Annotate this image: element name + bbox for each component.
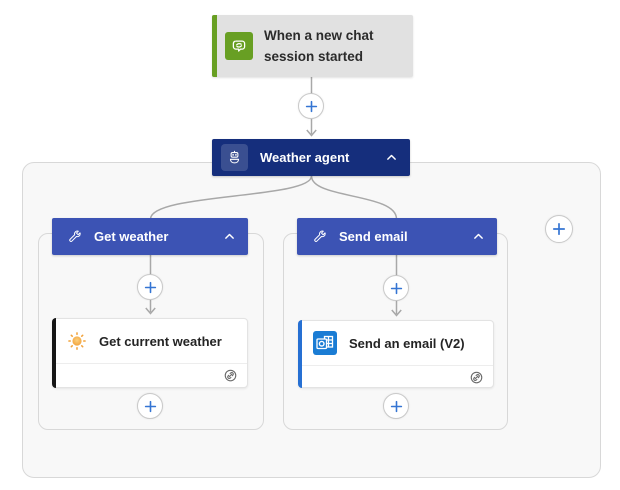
add-branch-button[interactable] bbox=[545, 215, 573, 243]
agent-label: Weather agent bbox=[260, 150, 350, 165]
agent-card[interactable]: Weather agent bbox=[212, 139, 410, 176]
connection-icon[interactable] bbox=[469, 370, 484, 385]
plus-icon bbox=[305, 100, 317, 112]
add-action-button-branch2-end[interactable] bbox=[383, 393, 409, 419]
wrench-icon bbox=[67, 229, 83, 245]
insert-step-button-top[interactable] bbox=[298, 93, 324, 119]
outlook-icon bbox=[312, 330, 338, 356]
plus-icon bbox=[144, 400, 156, 412]
branch-header-send-email[interactable]: Send email bbox=[297, 218, 497, 255]
trigger-accent-bar bbox=[212, 15, 217, 77]
robot-icon bbox=[221, 144, 248, 171]
trigger-card[interactable]: When a new chat session started bbox=[212, 15, 413, 77]
card-accent-bar bbox=[298, 320, 302, 388]
chat-icon bbox=[225, 32, 253, 60]
action-label: Send an email (V2) bbox=[349, 335, 465, 351]
chevron-up-icon[interactable] bbox=[472, 230, 485, 243]
chevron-up-icon[interactable] bbox=[385, 151, 398, 164]
plus-icon bbox=[390, 400, 402, 412]
plus-icon bbox=[144, 281, 156, 293]
connection-icon[interactable] bbox=[223, 368, 238, 383]
branch-header-get-weather[interactable]: Get weather bbox=[52, 218, 248, 255]
add-action-button-branch1-end[interactable] bbox=[137, 393, 163, 419]
branch-label: Get weather bbox=[94, 229, 169, 244]
plus-icon bbox=[390, 282, 402, 294]
action-card-get-current-weather[interactable]: Get current weather bbox=[52, 318, 248, 388]
action-label: Get current weather bbox=[99, 333, 222, 349]
action-card-send-an-email[interactable]: Send an email (V2) bbox=[298, 320, 494, 388]
insert-action-button-branch1[interactable] bbox=[137, 274, 163, 300]
trigger-label: When a new chat session started bbox=[264, 28, 374, 64]
sun-icon bbox=[66, 330, 88, 352]
branch-label: Send email bbox=[339, 229, 408, 244]
wrench-icon bbox=[312, 229, 328, 245]
chevron-up-icon[interactable] bbox=[223, 230, 236, 243]
plus-icon bbox=[552, 222, 566, 236]
card-accent-bar bbox=[52, 318, 56, 388]
insert-action-button-branch2[interactable] bbox=[383, 275, 409, 301]
